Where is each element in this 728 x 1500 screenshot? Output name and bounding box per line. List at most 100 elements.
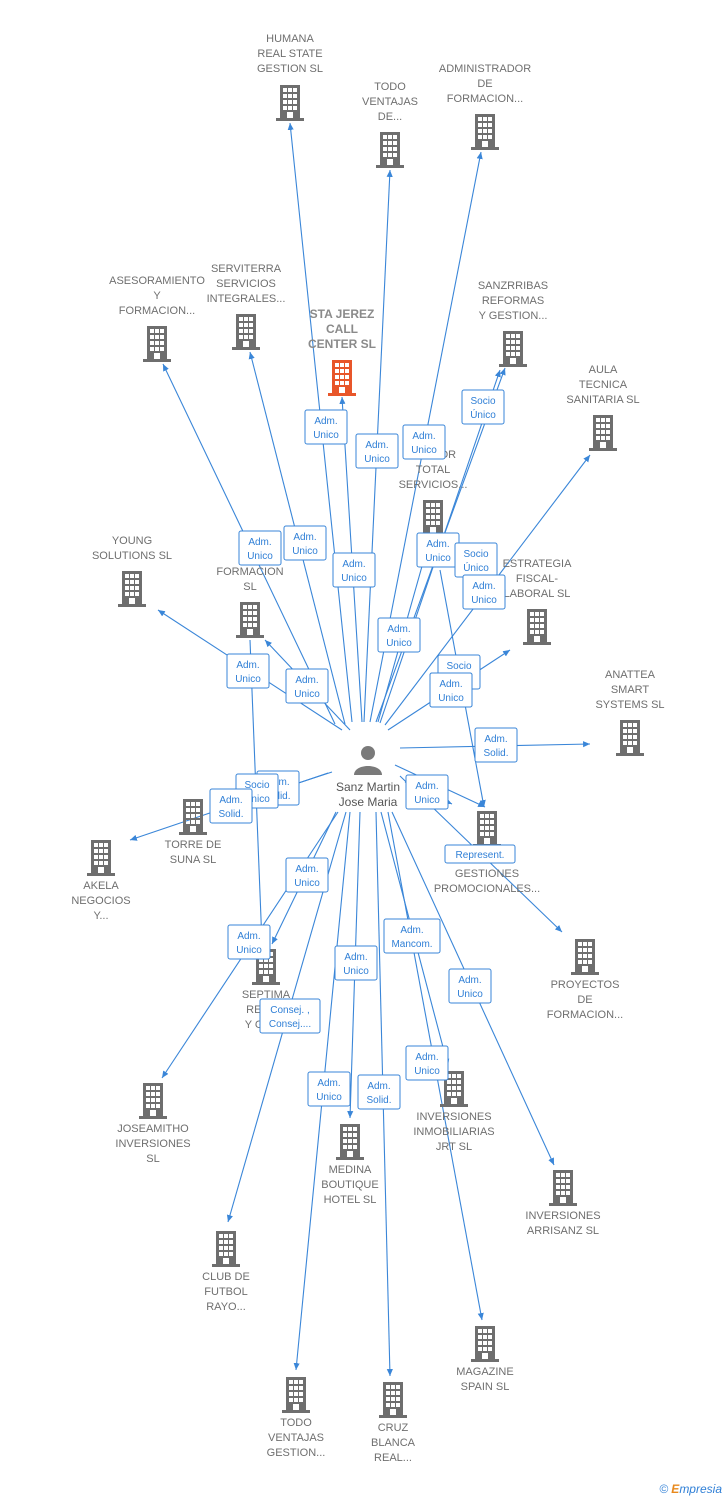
relation-badge-r6[interactable]: Adm.Unico bbox=[283, 525, 327, 561]
relation-box bbox=[461, 389, 505, 425]
relation-badge-r22[interactable]: Adm.Unico bbox=[285, 857, 329, 893]
relation-badge-r26[interactable]: Adm.Unico bbox=[334, 945, 378, 981]
building-icon bbox=[212, 1231, 240, 1267]
company-label-line: LABORAL SL bbox=[504, 588, 571, 600]
building-icon bbox=[328, 360, 356, 396]
relation-label-line: Adm. bbox=[237, 931, 260, 942]
relation-badge-r7[interactable]: Adm.Unico bbox=[332, 552, 376, 588]
relation-badge-r5[interactable]: Adm.Unico bbox=[238, 530, 282, 566]
company-label-line: MAGAZINE bbox=[456, 1366, 513, 1378]
relation-box bbox=[226, 653, 270, 689]
relation-badge-r23[interactable]: Adm.Unico bbox=[227, 924, 271, 960]
relation-badge-r3[interactable]: Adm.Unico bbox=[402, 424, 446, 460]
building-icon bbox=[571, 939, 599, 975]
relation-badge-r1[interactable]: Adm.Unico bbox=[304, 409, 348, 445]
relation-label-line: Unico bbox=[386, 638, 412, 649]
relation-label-line: Adm. bbox=[295, 864, 318, 875]
relation-label-line: Adm. bbox=[387, 624, 410, 635]
company-label-line: RAYO... bbox=[206, 1301, 246, 1313]
relation-box bbox=[285, 857, 329, 893]
relation-label-line: Adm. bbox=[426, 539, 449, 550]
building-icon bbox=[471, 114, 499, 150]
company-node-serviterra[interactable]: SERVITERRASERVICIOSINTEGRALES... bbox=[207, 263, 286, 350]
company-node-cruz[interactable]: CRUZBLANCAREAL... bbox=[371, 1382, 416, 1464]
relation-badge-r28[interactable]: Adm.Unico bbox=[405, 1045, 449, 1081]
company-label-line: REAL STATE bbox=[257, 48, 322, 60]
relation-badge-r31[interactable]: Adm.Unico bbox=[429, 672, 473, 708]
company-node-akela[interactable]: AKELANEGOCIOSY... bbox=[71, 840, 131, 922]
company-label-line: SEPTIMA bbox=[242, 989, 291, 1001]
company-label-line: INVERSIONES bbox=[115, 1138, 190, 1150]
relation-badge-r25[interactable]: Adm.Mancom. bbox=[383, 918, 441, 954]
person-label-line: Sanz Martin bbox=[336, 780, 400, 794]
company-node-club[interactable]: CLUB DEFUTBOLRAYO... bbox=[202, 1231, 250, 1313]
relation-badge-r27[interactable]: Adm.Unico bbox=[448, 968, 492, 1004]
relation-label-line: Único bbox=[470, 408, 496, 421]
company-label-line: BOUTIQUE bbox=[321, 1179, 378, 1191]
relation-badge-r29[interactable]: Adm.Unico bbox=[307, 1071, 351, 1107]
relation-badge-r13[interactable]: Adm.Unico bbox=[285, 668, 329, 704]
company-node-asesoramiento[interactable]: ASESORAMIENTOYFORMACION... bbox=[109, 275, 205, 362]
company-node-gestiones[interactable]: GESTIONESPROMOCIONALES... bbox=[434, 811, 540, 895]
relation-badge-r16[interactable]: Adm.Solid. bbox=[474, 727, 518, 763]
company-label-line: NEGOCIOS bbox=[71, 895, 130, 907]
company-label-line: SYSTEMS SL bbox=[595, 699, 664, 711]
relation-badge-r30[interactable]: Adm.Solid. bbox=[357, 1074, 401, 1110]
relation-box bbox=[238, 530, 282, 566]
relation-box bbox=[307, 1071, 351, 1107]
relation-label-line: Adm. bbox=[415, 781, 438, 792]
relation-badge-r10[interactable]: Adm.Unico bbox=[462, 574, 506, 610]
building-icon bbox=[549, 1170, 577, 1206]
relation-label-line: Consej.... bbox=[269, 1019, 311, 1030]
company-label-line: ADMINISTRADOR bbox=[439, 63, 531, 75]
relation-label-line: Adm. bbox=[317, 1078, 340, 1089]
company-node-administrador[interactable]: ADMINISTRADORDEFORMACION... bbox=[439, 63, 531, 150]
relation-label-line: Unico bbox=[414, 795, 440, 806]
relation-label-line: Unico bbox=[341, 573, 367, 584]
relation-badge-r21[interactable]: Represent. bbox=[444, 844, 516, 864]
relation-badge-r8[interactable]: Adm.Unico bbox=[416, 532, 460, 568]
company-node-proyectos[interactable]: PROYECTOSDEFORMACION... bbox=[547, 939, 623, 1021]
relation-label-line: Adm. bbox=[219, 795, 242, 806]
relation-label-line: Solid. bbox=[483, 748, 508, 759]
relation-label-line: Adm. bbox=[439, 679, 462, 690]
company-label-line: TODO bbox=[280, 1417, 312, 1429]
relation-box bbox=[429, 672, 473, 708]
relation-badge-r11[interactable]: Adm. Unico bbox=[377, 617, 421, 653]
relation-badge-r24[interactable]: Consej. ,Consej.... bbox=[259, 998, 321, 1034]
relation-badge-r19[interactable]: Adm.Solid. bbox=[209, 788, 253, 824]
relation-badge-r12[interactable]: Adm.Unico bbox=[226, 653, 270, 689]
company-node-todo_ventajas_de[interactable]: TODOVENTAJASDE... bbox=[362, 81, 418, 168]
relation-badge-r2[interactable]: Adm.Unico bbox=[355, 433, 399, 469]
company-label-line: SANZRRIBAS bbox=[478, 280, 548, 292]
relation-box bbox=[227, 924, 271, 960]
company-label-line: REAL... bbox=[374, 1452, 412, 1464]
relation-badge-r20[interactable]: Adm. Unico bbox=[405, 774, 449, 810]
relation-box bbox=[448, 968, 492, 1004]
company-label-line: VENTAJAS bbox=[268, 1432, 324, 1444]
relation-label-line: Adm. bbox=[365, 440, 388, 451]
relation-label-line: Socio bbox=[463, 549, 488, 560]
building-icon bbox=[139, 1083, 167, 1119]
company-node-todo_gestion[interactable]: TODOVENTAJASGESTION... bbox=[267, 1377, 326, 1459]
footer-brand[interactable]: ©Empresia bbox=[659, 1482, 722, 1496]
relation-label-line: Adm. bbox=[415, 1052, 438, 1063]
relation-label-line: Socio bbox=[244, 780, 269, 791]
company-label-line: VENTAJAS bbox=[362, 96, 418, 108]
